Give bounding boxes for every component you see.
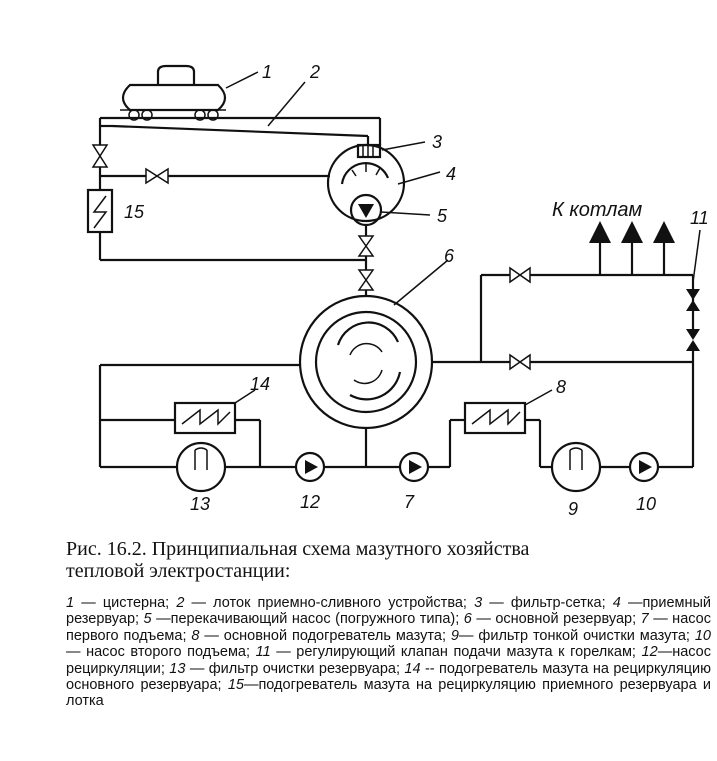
label-15: 15: [124, 202, 145, 222]
label-10: 10: [636, 494, 656, 514]
legend-number: 4: [612, 595, 621, 611]
legend-description: —подогреватель мазута на рециркуляцию пр…: [66, 677, 712, 710]
leader-lines: [225, 71, 701, 406]
boiler-outlets: [589, 221, 675, 275]
filter-9: [550, 441, 602, 493]
label-5: 5: [437, 206, 448, 226]
fuel-oil-scheme-diagram: 1 2 3 4 5 6 7 8 9 10 11 12 13 14 15 К ко…: [86, 62, 709, 519]
pump-7: [398, 451, 430, 483]
legend-description: — насос первого подъема;: [66, 611, 711, 644]
label-1: 1: [262, 62, 272, 82]
legend-number: 10: [694, 627, 711, 644]
legend-number: 1: [66, 595, 75, 611]
legend-text: 1 — цистерна; 2 — лоток приемно-сливного…: [66, 595, 711, 710]
legend-number: 7: [640, 611, 649, 628]
label-12: 12: [300, 492, 320, 512]
legend-number: 6: [463, 611, 472, 628]
label-4: 4: [446, 164, 456, 184]
filter-13: [175, 441, 227, 493]
label-2: 2: [309, 62, 320, 82]
unloading-trough: [98, 116, 382, 145]
legend-description: — фильтр тонкой очистки мазута;: [459, 627, 695, 644]
legend-description: -- подогреватель мазута на рециркуляцию …: [66, 660, 711, 694]
pump-12: [294, 451, 326, 483]
label-7: 7: [404, 492, 415, 512]
legend-description: — регулирующий клапан подачи мазута к го…: [270, 644, 642, 661]
control-valves-11: [686, 289, 700, 351]
legend-description: —приемный резервуар;: [66, 595, 712, 628]
caption-line-2: тепловой электростанции:: [66, 560, 291, 582]
heater-15: [86, 188, 114, 234]
label-3: 3: [432, 132, 442, 152]
legend-description: — фильтр-сетка;: [482, 595, 613, 611]
legend-number: 5: [143, 611, 152, 628]
legend-number: 2: [176, 595, 185, 611]
main-recirculation-loop: [98, 363, 400, 469]
pump-10: [628, 451, 660, 483]
main-tank: [298, 294, 434, 430]
legend-number: 8: [191, 627, 200, 644]
legend-number: 12: [641, 644, 658, 661]
label-9: 9: [568, 499, 578, 519]
label-11: 11: [690, 208, 709, 228]
heater-8: [463, 401, 527, 435]
legend-number: 13: [169, 660, 186, 677]
legend-description: — основной резервуар;: [471, 611, 641, 628]
legend-description: — фильтр очистки резервуара;: [185, 660, 405, 677]
label-6: 6: [444, 246, 455, 266]
label-14: 14: [250, 374, 270, 394]
label-8: 8: [556, 377, 566, 397]
caption-line-1: Рис. 16.2. Принципиальная схема мазутног…: [66, 538, 530, 560]
legend-description: — основной подогреватель мазута;: [199, 627, 451, 644]
legend-number: 15: [227, 677, 244, 694]
label-to-boilers: К котлам: [552, 199, 643, 221]
legend-description: —перекачивающий насос (погружного типа);: [151, 611, 464, 628]
legend-number: 3: [474, 595, 483, 611]
heater-14: [173, 401, 237, 435]
tank-wagon: [120, 64, 227, 121]
label-13: 13: [190, 494, 210, 514]
transfer-line: [357, 225, 375, 296]
legend-number: 9: [450, 627, 459, 644]
supply-line: [428, 266, 695, 469]
legend-number: 14: [404, 660, 421, 677]
receiving-recirculation-loop: [91, 126, 366, 262]
legend-description: — цистерна;: [74, 595, 177, 611]
legend-description: — лоток приемно-сливного устройства;: [184, 595, 475, 611]
legend-number: 11: [255, 644, 271, 661]
figure-caption: Рис. 16.2. Принципиальная схема мазутног…: [66, 538, 711, 582]
legend-description: —насос рециркуляции;: [66, 644, 711, 677]
legend-description: — насос второго подъема;: [66, 644, 256, 661]
